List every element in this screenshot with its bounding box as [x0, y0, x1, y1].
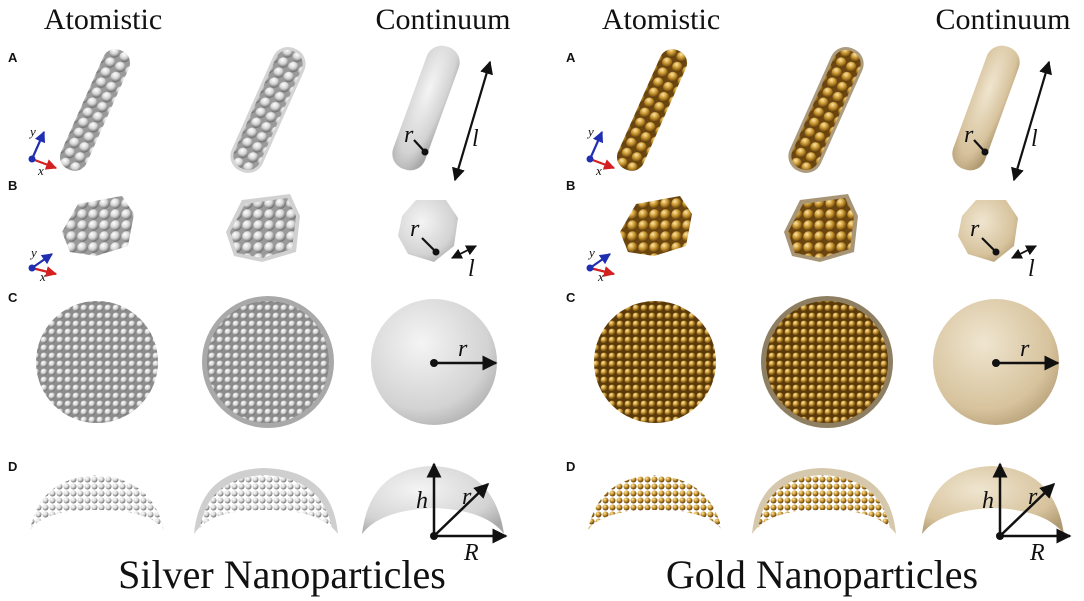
silver-rod-atomistic-envelope: [230, 47, 306, 173]
silver-sphere-continuum: r: [371, 299, 498, 425]
var-l-silver-a: l: [472, 126, 479, 152]
axis-y-silver-a: y: [28, 124, 36, 139]
var-r-silver-b: r: [410, 216, 420, 242]
header-atomistic-silver: Atomistic: [44, 3, 162, 36]
gold-panel: r l y x r l y: [586, 45, 1072, 566]
axis-x-silver-b: x: [39, 269, 46, 284]
gold-sphere-atomistic-envelope: [761, 296, 893, 428]
axis-x-gold-a: x: [595, 163, 602, 178]
gold-sphere-atomistic: [594, 301, 716, 423]
var-r-silver-c: r: [458, 336, 468, 362]
var-r-gold-c: r: [1020, 336, 1030, 362]
gold-rod-atomistic: [616, 49, 688, 171]
silver-cap-atomistic-envelope: [194, 468, 338, 534]
silver-panel: r l y x r l: [28, 45, 508, 566]
axis-y-gold-a: y: [586, 124, 594, 139]
silver-panel-title: Silver Nanoparticles: [118, 552, 446, 597]
gold-cap-atomistic-envelope: [752, 468, 896, 534]
row-label-d-gold: D: [566, 459, 575, 474]
var-h-gold-d: h: [982, 488, 994, 514]
silver-cluster-atomistic-envelope: [226, 194, 300, 262]
axis-x-silver-a: x: [37, 163, 44, 178]
var-R-silver-d: R: [463, 540, 479, 566]
axes-icon-gold-a: y x: [586, 124, 616, 178]
gold-cluster-atomistic: [620, 196, 692, 256]
var-l-silver-b: l: [468, 256, 475, 282]
row-label-c-silver: C: [8, 290, 18, 305]
header-continuum-gold: Continuum: [935, 3, 1070, 36]
silver-sphere-atomistic-envelope: [202, 296, 334, 428]
row-label-a-silver: A: [8, 50, 18, 65]
var-r-gold-d: r: [1028, 484, 1038, 510]
header-continuum-silver: Continuum: [375, 3, 510, 36]
gold-rod-atomistic-envelope: [788, 47, 864, 173]
row-label-b-silver: B: [8, 178, 17, 193]
axis-y-gold-b: y: [587, 245, 595, 260]
gold-cap-continuum: h r R: [922, 462, 1072, 566]
var-r-silver-a: r: [404, 122, 414, 148]
row-label-b-gold: B: [566, 178, 575, 193]
silver-cluster-continuum: r l: [398, 200, 477, 282]
silver-sphere-atomistic: [36, 301, 158, 423]
axis-x-gold-b: x: [597, 269, 604, 284]
silver-rod-atomistic: [59, 49, 131, 171]
gold-rod-continuum: r l: [952, 45, 1052, 182]
gold-cluster-atomistic-envelope: [784, 194, 858, 262]
var-l-gold-a: l: [1031, 126, 1038, 152]
gold-cap-atomistic: [588, 475, 722, 530]
row-label-d-silver: D: [8, 459, 17, 474]
silver-rod-continuum: r l: [392, 45, 493, 182]
header-atomistic-gold: Atomistic: [602, 3, 720, 36]
silver-cap-continuum: h r R: [362, 462, 508, 566]
gold-sphere-continuum: r: [933, 299, 1060, 425]
axes-icon-gold-b: y x: [586, 245, 616, 284]
var-h-silver-d: h: [416, 488, 428, 514]
var-l-gold-b: l: [1028, 256, 1035, 282]
gold-panel-title: Gold Nanoparticles: [666, 552, 978, 597]
silver-cluster-atomistic: [62, 196, 134, 256]
row-label-c-gold: C: [566, 290, 576, 305]
var-r-gold-b: r: [970, 216, 980, 242]
row-label-a-gold: A: [566, 50, 576, 65]
axis-y-silver-b: y: [29, 245, 37, 260]
var-r-gold-a: r: [964, 122, 974, 148]
var-R-gold-d: R: [1029, 540, 1045, 566]
silver-cap-atomistic: [30, 475, 164, 530]
var-r-silver-d: r: [462, 484, 472, 510]
axes-icon-silver-b: y x: [28, 245, 58, 284]
axes-icon-silver-a: y x: [28, 124, 58, 178]
gold-cluster-continuum: r l: [958, 200, 1037, 282]
